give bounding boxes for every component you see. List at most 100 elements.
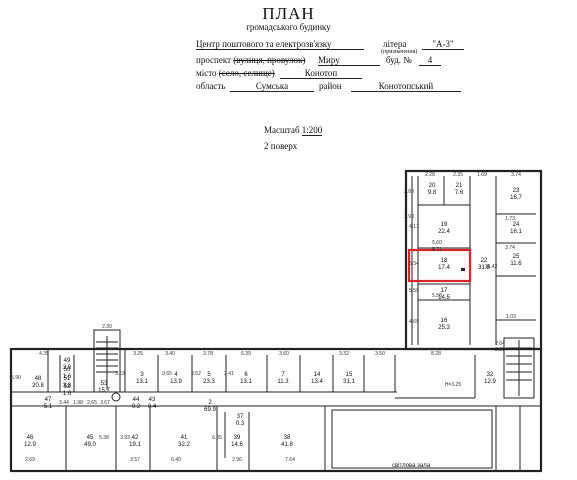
house-value: 4 (419, 55, 441, 66)
room-number: 43 (149, 397, 156, 403)
city-label-b: (село, селище) (218, 68, 275, 78)
city-label-a: місто (196, 68, 217, 78)
room-number: 39 (234, 435, 241, 441)
dimension-label: 3.74 (505, 245, 515, 251)
room-area: 49.0 (84, 442, 96, 448)
dimension-label: 1.69 (477, 172, 487, 178)
circle-marker (111, 392, 121, 402)
room-number: 3 (140, 372, 144, 378)
room-area: 16.7 (510, 195, 522, 201)
stair-width-label: 2.30 (102, 324, 112, 330)
room-area: 7.6 (455, 190, 464, 196)
room-number: 24 (513, 222, 520, 228)
hall-label: світлова зала (392, 463, 431, 469)
dimension-label: 4.69 (409, 319, 419, 325)
room-area: 13.1 (136, 379, 148, 385)
litera-label: літера (383, 39, 407, 49)
room-number: 42 (132, 435, 139, 441)
room-number: 7 (281, 372, 285, 378)
room-area: 13.9 (170, 379, 182, 385)
region-label: область (196, 81, 226, 91)
room-number: 4 (174, 372, 178, 378)
staircase-right (503, 337, 535, 399)
room-number: 18 (441, 258, 448, 264)
dimension-label: 5.90 (11, 375, 21, 381)
dimension-label: 3.53 (115, 371, 125, 377)
dimension-label: 2.50 (495, 347, 505, 353)
house-label: буд. № (386, 55, 412, 65)
room-area: 19.1 (129, 442, 141, 448)
litera-sublabel: (призначення) (381, 49, 418, 55)
owner-field: Центр поштового та електрозв'язку (196, 39, 364, 50)
highlight-room-18 (407, 248, 472, 283)
room-number: 49 (64, 358, 71, 364)
dimension-label: 2.69 (25, 457, 35, 463)
room-area: 0.2 (132, 404, 141, 410)
room-area: 31.8 (478, 265, 490, 271)
dimension-label: 5.34 (409, 261, 419, 267)
room-area: 20.8 (32, 383, 44, 389)
street-label-a: проспект (196, 55, 232, 65)
room-number: 47 (45, 397, 52, 403)
street-label: проспект (вулиця, провулок) (196, 55, 305, 65)
room-area: 25.3 (438, 325, 450, 331)
room-area: 15.7 (98, 388, 110, 394)
room-number: 17 (441, 288, 448, 294)
dimension-label: 3.40 (165, 351, 175, 357)
room-number: 32 (487, 372, 494, 378)
dimension-label: 2.98 (404, 214, 414, 220)
room-area: 17.4 (438, 265, 450, 271)
room-number: 41 (181, 435, 188, 441)
room-area: 3.8 (63, 365, 72, 371)
street-label-b: (вулиця, провулок) (233, 55, 306, 65)
room-number: 2 (208, 400, 212, 406)
dimension-label: 3.74 (511, 172, 521, 178)
dimension-label: 6.40 (171, 457, 181, 463)
room-number: 44 (133, 397, 140, 403)
room-area: 3.8 (63, 383, 72, 389)
room-area: 41.8 (281, 442, 293, 448)
room-number: 50 (64, 367, 71, 373)
dimension-label: 2.64 (495, 341, 505, 347)
dimension-label: 2.28 (425, 172, 435, 178)
dimension-label: 5.71 (432, 247, 442, 253)
city-value: Конотоп (280, 68, 362, 79)
dimension-label: 5.60 (432, 240, 442, 246)
room-number: 46 (27, 435, 34, 441)
room-area: 12.9 (484, 379, 496, 385)
room-area: 1.6 (63, 391, 72, 397)
dimension-label: 1.98 (73, 400, 83, 406)
dimension-label: 4.35 (39, 351, 49, 357)
dimension-label: 5.59 (409, 288, 419, 294)
dimension-label: 3.60 (279, 351, 289, 357)
room-area: 32.2 (178, 442, 190, 448)
ceiling-height-label: H=3.25 (445, 382, 461, 388)
city-label: місто (село, селище) (196, 68, 275, 78)
room-labels: 209.8217.61922.41817.41714.51625.32231.8… (24, 183, 522, 448)
district-value: Конотопський (351, 81, 461, 92)
dimension-label: 8.28 (431, 351, 441, 357)
dimension-label: 2.35 (453, 172, 463, 178)
dimension-label: 6.39 (241, 351, 251, 357)
dimension-label: 3.50 (375, 351, 385, 357)
dimension-label: 6.05 (212, 435, 222, 441)
room-number: 14 (314, 372, 321, 378)
room-number: 5 (207, 372, 211, 378)
room-area: 0.4 (148, 404, 157, 410)
dimension-label: 3.78 (203, 351, 213, 357)
room-area: 14.5 (438, 295, 450, 301)
dimension-label: 3.93 (120, 435, 130, 441)
room-number: 19 (441, 222, 448, 228)
room-number: 6 (244, 372, 248, 378)
dimension-label: 3.32 (339, 351, 349, 357)
room-number: 51 (64, 376, 71, 382)
dimension-label: 3.67 (100, 400, 110, 406)
dimension-label: 15.42 (485, 264, 498, 270)
room-area: 5.1 (44, 404, 53, 410)
room-area: 16.1 (510, 229, 522, 235)
room-area: 22.4 (438, 229, 450, 235)
room-area: 0.3 (236, 421, 245, 427)
district-label: район (319, 81, 342, 91)
room-area: 31.1 (343, 379, 355, 385)
